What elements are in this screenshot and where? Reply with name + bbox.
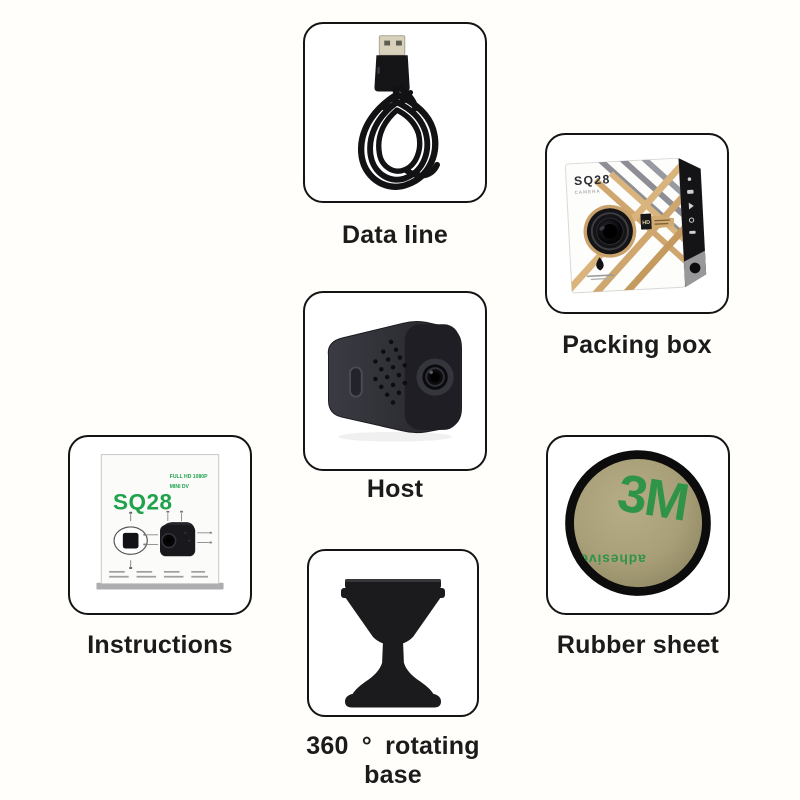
rotating-base-label: 360 ° rotating base [306, 732, 480, 789]
box-camera-text: CAMERA [574, 189, 600, 195]
packing-box-photo: SQ28 CAMERA HD [564, 157, 707, 294]
sheet-spec2-text: MINI DV [170, 484, 190, 490]
box-lens-icon [583, 204, 637, 258]
disc-brand-text: 3M [614, 463, 692, 532]
host-lens-icon [416, 358, 454, 396]
rubber-sheet-card: 3M adhesive [546, 435, 730, 615]
adhesive-disc: 3M adhesive [565, 450, 711, 596]
box-model-text: SQ28 [574, 172, 611, 188]
instruction-sheet [100, 454, 220, 585]
rotating-base-mount [341, 579, 445, 708]
host-card [303, 291, 487, 471]
rubber-sheet-label: Rubber sheet [556, 631, 720, 659]
data-line-label: Data line [342, 221, 448, 249]
svg-text:HD: HD [642, 220, 650, 226]
sheet-diagram-back-view [113, 511, 148, 569]
packing-box-label: Packing box [562, 331, 712, 359]
data-line-card [303, 22, 487, 203]
data-line-photo [357, 35, 440, 190]
sheet-diagram-camera [143, 510, 212, 557]
host-photo [327, 321, 462, 442]
host-label: Host [366, 475, 424, 503]
sheet-model-text: SQ28 [113, 489, 172, 514]
instructions-label: Instructions [87, 631, 233, 659]
usb-connector-icon [374, 35, 410, 92]
box-drop-icon [586, 257, 615, 281]
sheet-stand [96, 582, 224, 590]
host-mic-holes [373, 339, 408, 405]
box-hd-badge: HD [640, 213, 675, 230]
host-camera-body [327, 321, 462, 434]
rubber-sheet-photo: 3M adhesive [565, 450, 711, 596]
box-side-icons [687, 177, 696, 234]
sheet-legend-lines [109, 570, 208, 578]
rotating-base-photo [341, 579, 445, 708]
disc-adhesive-text: adhesive [579, 551, 645, 566]
usb-cable-coil [357, 85, 440, 190]
packing-box-card: SQ28 CAMERA HD [545, 133, 729, 314]
rotating-base-card [307, 549, 479, 717]
instructions-card: SQ28 FULL HD 1080P MINI DV [68, 435, 252, 615]
rotating-base-highlight [345, 579, 441, 582]
box-side-panel [678, 158, 707, 288]
instructions-photo: SQ28 FULL HD 1080P MINI DV [96, 454, 224, 590]
host-usb-port [349, 366, 363, 398]
sheet-spec1-text: FULL HD 1080P [170, 474, 208, 480]
